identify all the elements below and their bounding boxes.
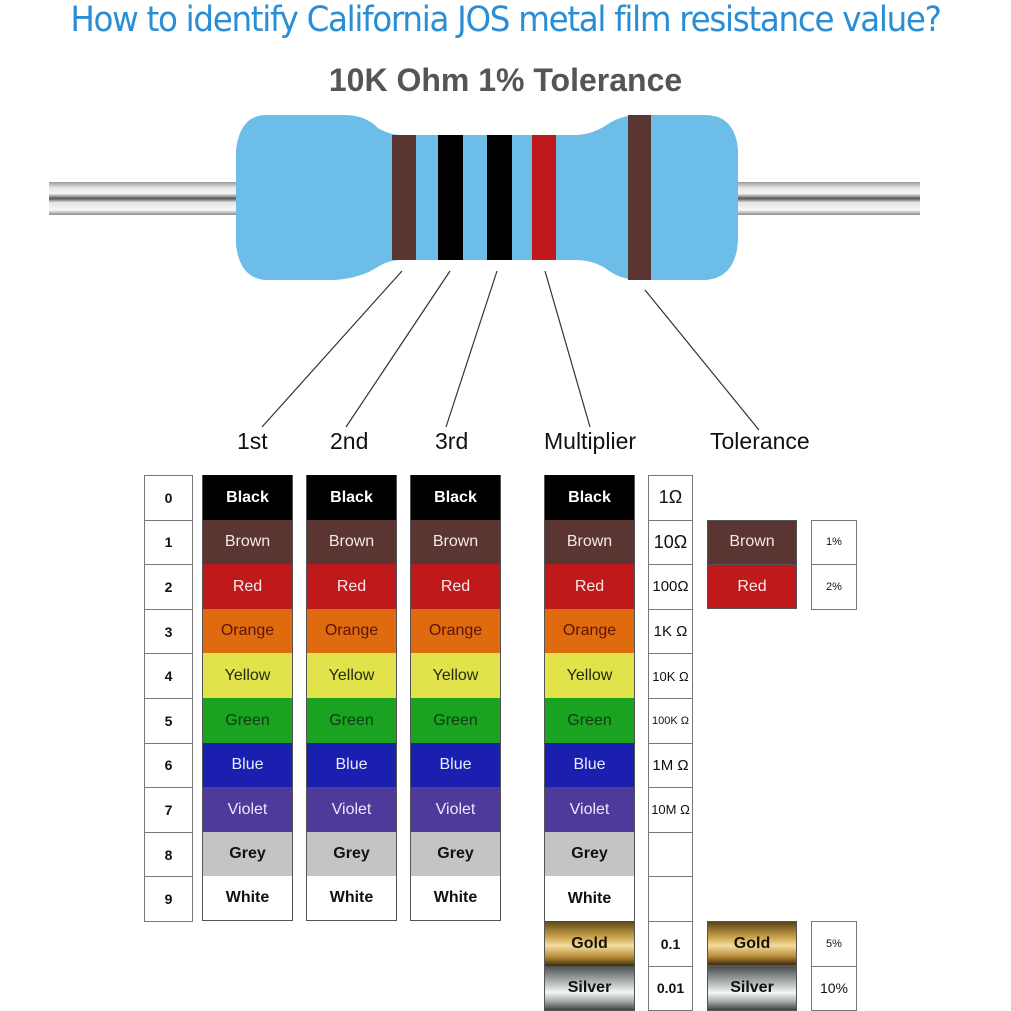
band-tolerance-brown — [628, 115, 651, 280]
multiplier-color-blue: Blue — [544, 742, 635, 788]
band-2-green: Green — [306, 698, 397, 744]
multiplier-color-silver: Silver — [544, 965, 635, 1011]
band-2-brown: Brown — [306, 519, 397, 565]
multiplier-color-red: Red — [544, 564, 635, 610]
band-1-orange: Orange — [202, 608, 293, 654]
leader-line-tolerance — [644, 289, 760, 431]
band-2-orange: Orange — [306, 608, 397, 654]
digit-cell: 6 — [144, 742, 193, 789]
band-1-violet: Violet — [202, 787, 293, 833]
multiplier-color-yellow: Yellow — [544, 653, 635, 699]
digit-cell: 9 — [144, 876, 193, 922]
band-multiplier-red — [532, 135, 556, 260]
tolerance-value: 1% — [811, 519, 857, 566]
band-1-green: Green — [202, 698, 293, 744]
band-1-yellow: Yellow — [202, 653, 293, 699]
band-1-brown — [392, 135, 416, 260]
label-1st: 1st — [237, 428, 268, 454]
tolerance-color-brown: Brown — [707, 519, 797, 565]
multiplier-value: 100K Ω — [648, 698, 693, 744]
digit-cell: 4 — [144, 653, 193, 699]
resistor-illustration — [49, 115, 920, 280]
band-1-white: White — [202, 876, 293, 922]
multiplier-color-orange: Orange — [544, 608, 635, 654]
label-tolerance: Tolerance — [710, 428, 810, 454]
band-1-blue: Blue — [202, 742, 293, 788]
multiplier-value: 10K Ω — [648, 653, 693, 699]
left-lead — [49, 182, 249, 215]
band-1-red: Red — [202, 564, 293, 610]
band-1-brown: Brown — [202, 519, 293, 565]
tolerance-value: 10% — [811, 965, 857, 1011]
digit-cell: 7 — [144, 787, 193, 833]
band-3-red: Red — [410, 564, 501, 610]
band-3-black — [487, 135, 512, 260]
band-2-black: Black — [306, 475, 397, 521]
tolerance-value: 2% — [811, 564, 857, 610]
multiplier-value: 1Ω — [648, 475, 693, 521]
multiplier-value: 10Ω — [648, 519, 693, 566]
page-title: How to identify California JOS metal fil… — [70, 0, 942, 40]
digit-cell: 2 — [144, 564, 193, 610]
digit-cell: 3 — [144, 608, 193, 655]
band-2-yellow: Yellow — [306, 653, 397, 699]
multiplier-value: 0.1 — [648, 921, 693, 967]
tolerance-color-gold: Gold — [707, 921, 797, 967]
multiplier-value — [648, 876, 693, 922]
multiplier-color-grey: Grey — [544, 831, 635, 877]
band-3-violet: Violet — [410, 787, 501, 833]
multiplier-color-white: White — [544, 876, 635, 922]
multiplier-value: 1K Ω — [648, 608, 693, 655]
multiplier-value: 0.01 — [648, 965, 693, 1011]
band-3-grey: Grey — [410, 831, 501, 877]
multiplier-color-black: Black — [544, 475, 635, 521]
label-2nd: 2nd — [330, 428, 369, 454]
band-3-yellow: Yellow — [410, 653, 501, 699]
digit-cell: 5 — [144, 698, 193, 744]
resistor-value-heading: 10K Ohm 1% Tolerance — [328, 62, 683, 98]
multiplier-color-brown: Brown — [544, 519, 635, 565]
band-3-black: Black — [410, 475, 501, 521]
band-2-blue: Blue — [306, 742, 397, 788]
tolerance-color-silver: Silver — [707, 965, 797, 1011]
band-1-black: Black — [202, 475, 293, 521]
multiplier-value: 10M Ω — [648, 787, 693, 833]
digit-cell: 1 — [144, 519, 193, 566]
band-3-brown: Brown — [410, 519, 501, 565]
multiplier-value — [648, 831, 693, 878]
multiplier-value: 100Ω — [648, 564, 693, 610]
multiplier-color-violet: Violet — [544, 787, 635, 833]
band-2-black — [438, 135, 463, 260]
label-3rd: 3rd — [435, 428, 469, 454]
multiplier-color-green: Green — [544, 698, 635, 744]
tolerance-color-red: Red — [707, 564, 797, 610]
band-2-red: Red — [306, 564, 397, 610]
band-1-grey: Grey — [202, 831, 293, 877]
multiplier-color-gold: Gold — [544, 921, 635, 967]
band-3-blue: Blue — [410, 742, 501, 788]
band-3-white: White — [410, 876, 501, 922]
band-3-green: Green — [410, 698, 501, 744]
digit-cell: 0 — [144, 475, 193, 521]
tolerance-value: 5% — [811, 921, 857, 967]
band-2-grey: Grey — [306, 831, 397, 877]
band-2-violet: Violet — [306, 787, 397, 833]
multiplier-value: 1M Ω — [648, 742, 693, 789]
label-multiplier: Multiplier — [544, 428, 637, 454]
digit-cell: 8 — [144, 831, 193, 878]
band-3-orange: Orange — [410, 608, 501, 654]
right-lead — [725, 182, 920, 215]
band-2-white: White — [306, 876, 397, 922]
